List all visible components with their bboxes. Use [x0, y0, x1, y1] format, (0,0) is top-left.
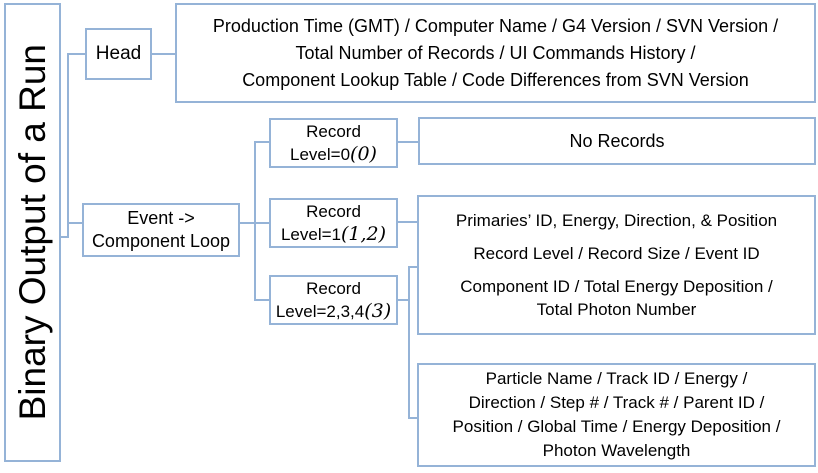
record-level-paren: (3): [364, 299, 392, 322]
head-label: Head: [95, 43, 142, 64]
connector-right-bracket: [408, 266, 410, 419]
record-title: Record: [306, 201, 361, 221]
record-level-value: Level=2,3,4: [275, 301, 365, 321]
connector-record0-to-norecords: [398, 141, 418, 143]
connector-left-bracket: [67, 53, 69, 238]
event-summary-paragraph: Record Level / Record Size / Event ID: [473, 244, 760, 263]
track-details-line: Direction / Step # / Track # / Parent ID…: [468, 393, 765, 412]
record-level-paren: (0): [350, 142, 377, 165]
connector-head-to-details: [152, 53, 175, 55]
title-box: Binary Output of a Run: [4, 3, 61, 462]
event-summary-line: Total Photon Number: [536, 300, 697, 319]
track-details-line: Photon Wavelength: [542, 441, 691, 460]
head-details-line: Component Lookup Table / Code Difference…: [242, 69, 749, 90]
event-loop-line: Event ->: [127, 208, 195, 228]
connector-record1-to-summary: [398, 221, 417, 223]
record-level-text: Level=1(1,2): [281, 223, 386, 246]
no-records-box: No Records: [418, 117, 816, 165]
diagram-title: Binary Output of a Run: [11, 44, 53, 421]
connector-bracket-to-trackdetails: [408, 417, 417, 419]
record-level-value: Level=1: [280, 224, 341, 244]
connector-title-to-bracket: [61, 236, 69, 238]
head-details-line: Total Number of Records / UI Commands Hi…: [295, 42, 696, 63]
track-details-box: Particle Name / Track ID / Energy / Dire…: [417, 363, 816, 467]
connector-bracket-to-record0: [254, 141, 269, 143]
event-loop-box: Event -> Component Loop: [82, 203, 240, 257]
record-title: Record: [306, 278, 361, 298]
record-title: Record: [306, 121, 361, 141]
event-loop-line: Component Loop: [91, 231, 231, 251]
record-level-text: Level=0(0): [290, 143, 377, 166]
connector-bracket-to-record234: [254, 299, 269, 301]
event-summary-paragraph: Component ID / Total Energy Deposition /…: [460, 275, 772, 321]
event-summary-paragraph: Primaries’ ID, Energy, Direction, & Posi…: [455, 211, 778, 230]
record-level-paren: (1,2): [340, 222, 387, 245]
connector-record-bracket: [254, 141, 256, 301]
head-box: Head: [85, 28, 152, 80]
record-level-1-box: Record Level=1(1,2): [269, 198, 398, 248]
head-details-box: Production Time (GMT) / Computer Name / …: [175, 3, 816, 103]
connector-bracket-to-head: [67, 53, 85, 55]
connector-record234-to-bracket: [398, 299, 408, 301]
record-level-0-box: Record Level=0(0): [269, 118, 398, 168]
event-summary-box: Primaries’ ID, Energy, Direction, & Posi…: [417, 195, 816, 335]
connector-bracket-to-event: [67, 222, 82, 224]
no-records-label: No Records: [569, 130, 665, 151]
event-summary-line: Component ID / Total Energy Deposition /: [460, 277, 773, 296]
record-level-value: Level=0: [290, 144, 351, 164]
head-details-line: Production Time (GMT) / Computer Name / …: [212, 15, 779, 36]
record-level-234-box: Record Level=2,3,4(3): [269, 275, 398, 325]
track-details-line: Position / Global Time / Energy Depositi…: [452, 417, 781, 436]
connector-bracket-to-summary: [408, 266, 417, 268]
track-details-line: Particle Name / Track ID / Energy /: [485, 369, 748, 388]
record-level-text: Level=2,3,4(3): [276, 300, 391, 323]
